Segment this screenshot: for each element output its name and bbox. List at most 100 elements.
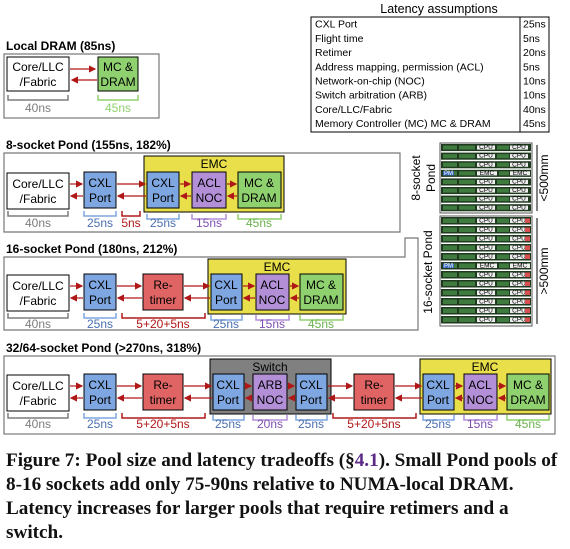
pond8-core-label-1: Core/LLC — [12, 177, 64, 191]
dimm-block — [497, 197, 509, 202]
pond8-core-block — [6, 172, 70, 210]
pond32-arb-noc — [252, 373, 288, 411]
server16-dim: >500mm — [537, 247, 551, 294]
pond32-switch-label: Switch — [252, 360, 287, 374]
pond16-latency-mc: 45ns — [308, 317, 334, 331]
dimm-block — [443, 254, 457, 259]
dimm-block — [497, 227, 509, 232]
pond8-latency-cxl: 25ns — [87, 216, 113, 230]
pond32-mc-label-1: MC & — [513, 378, 543, 392]
pond8-acl-noc — [191, 171, 227, 209]
latency-row-value: 10ns — [523, 90, 546, 102]
pond8-emc-cxl-label-2: Port — [152, 191, 175, 205]
pond32-arb-label-1: ARB — [258, 378, 283, 392]
pond16-bracket-retimer — [121, 313, 206, 319]
pond16-latency-acl: 15ns — [259, 317, 285, 331]
cpu-chip — [477, 205, 495, 210]
cpu-chip — [477, 197, 495, 202]
cpu-chip-label: CPU — [479, 153, 493, 160]
latency-row-component: CXL Port — [315, 19, 357, 31]
retimer-chip — [525, 236, 530, 241]
pond16-emc-cxl-port — [210, 273, 243, 311]
dimm-block — [459, 308, 475, 313]
dimm-block — [459, 171, 475, 176]
cpu-chip — [510, 162, 528, 167]
pond8-cxl-label-1: CXL — [88, 176, 112, 190]
local-mc-block — [97, 56, 139, 92]
emc-chip-label: EMC — [513, 263, 528, 270]
pond32-cxl-label-1: CXL — [88, 378, 112, 392]
local-mc-bracket — [97, 95, 139, 101]
cpu-chip-label: CPU — [512, 236, 526, 243]
local-mc-latency: 45ns — [105, 101, 131, 115]
latency-table-title: Latency assumptions — [380, 2, 497, 16]
latency-row-value: 25ns — [523, 19, 546, 31]
latency-row-component: Flight time — [315, 33, 364, 45]
pond16-acl-label-2: NOC — [259, 293, 286, 307]
dimm-block — [459, 162, 475, 167]
pond16-cxl-label-1: CXL — [88, 278, 112, 292]
cpu-chip-label: CPU — [479, 204, 493, 211]
pond32-bracket-arb — [252, 415, 288, 421]
pond8-mc-label-1: MC & — [244, 176, 274, 190]
pm-block — [443, 171, 454, 176]
cpu-chip-label: CPU — [512, 245, 526, 252]
dimm-block — [459, 245, 475, 250]
cpu-chip-label: CPU — [512, 299, 526, 306]
pond8-core-label-2: /Fabric — [20, 192, 57, 206]
pond32-mc-dram — [506, 373, 550, 411]
cpu-chip — [510, 218, 528, 223]
pond16-latency-core: 40ns — [25, 317, 51, 331]
cpu-chip — [510, 245, 528, 250]
pond16-bracket-mc — [299, 315, 344, 321]
local-mc-label-2: DRAM — [100, 75, 135, 89]
pond32-latency-emc-cxl: 25ns — [425, 417, 451, 431]
server8-label-2: Pond — [424, 164, 438, 192]
pond32-retimer1-label-1: Re- — [153, 378, 172, 392]
cpu-chip-label: CPU — [479, 317, 493, 324]
pond32-retimer-2 — [353, 373, 395, 411]
pond32-latency-mc: 45ns — [515, 417, 541, 431]
pond8-bracket-core — [7, 211, 69, 217]
dimm-block — [443, 281, 457, 286]
pond8-frame — [3, 152, 401, 233]
dimm-block — [459, 145, 475, 150]
pond8-latency-emc-cxl: 25ns — [150, 216, 176, 230]
dimm-block — [459, 188, 475, 193]
pond16-bracket-core — [7, 313, 69, 319]
pond32-switch-cxl2-label-2: Port — [300, 393, 323, 407]
cpu-chip-label: CPU — [512, 144, 526, 151]
pond32-switch-cxl-port-1 — [212, 373, 245, 411]
server16-label: 16-socket Pond — [421, 230, 435, 313]
dimm-block — [443, 188, 457, 193]
retimer-chip — [525, 308, 530, 313]
pond8-bracket-mc — [237, 214, 282, 220]
cpu-chip-label: CPU — [512, 317, 526, 324]
cpu-chip-label: CPU — [479, 290, 493, 297]
dimm-block — [443, 236, 457, 241]
pond16-cxl-label-2: Port — [89, 293, 112, 307]
cpu-chip-label: CPU — [512, 161, 526, 168]
latency-row-value: 10ns — [523, 76, 546, 88]
pond32-latency-switch-cxl-1: 25ns — [215, 417, 241, 431]
retimer-chip — [525, 299, 530, 304]
retimer-chip — [525, 281, 530, 286]
pond16-latency-cxl: 25ns — [87, 317, 113, 331]
pond16-emc-cxl-label-1: CXL — [214, 278, 238, 292]
local-dram-title: Local DRAM (85ns) — [6, 39, 115, 53]
latency-row-value: 40ns — [523, 104, 546, 116]
cpu-chip-label: CPU — [512, 281, 526, 288]
pond8-emc-cxl-port — [146, 171, 180, 209]
latency-row-component: Network-on-chip (NOC) — [315, 76, 425, 88]
latency-row-value: 5ns — [523, 33, 540, 45]
cpu-chip-label: CPU — [479, 227, 493, 234]
dimm-block — [499, 171, 509, 176]
cpu-chip-label: CPU — [512, 179, 526, 186]
caption-section-ref[interactable]: 4.1 — [354, 450, 379, 471]
pond16-retimer — [142, 273, 184, 311]
pond8-mc-label-2: DRAM — [241, 191, 276, 205]
pond32-bracket-mc — [506, 415, 550, 421]
pond32-latency-core: 40ns — [25, 417, 51, 431]
pond32-latency-retimer-1: 5+20+5ns — [136, 417, 189, 431]
